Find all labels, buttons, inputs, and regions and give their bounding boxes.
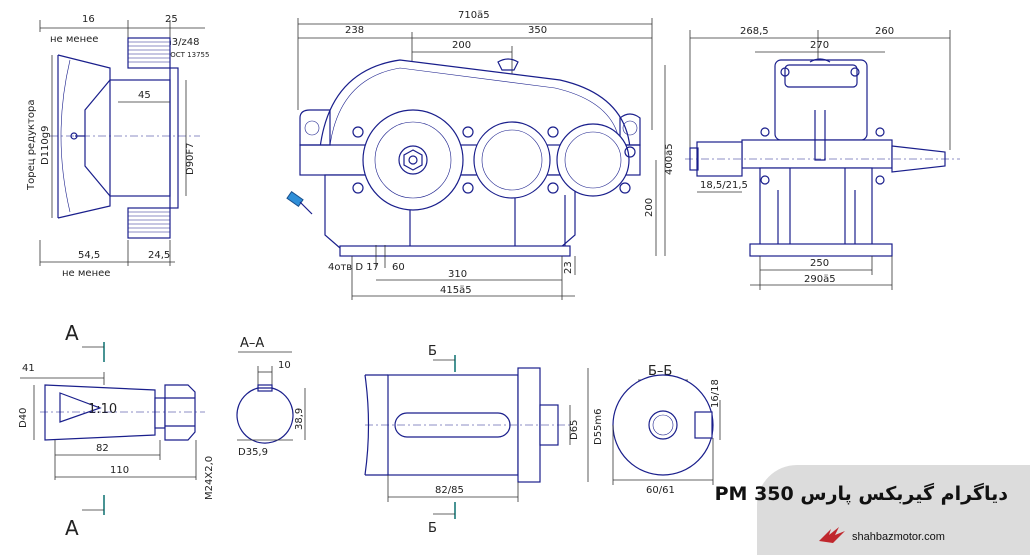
dim-200-axis: 200 [644,198,655,217]
dim-60-61: 60/61 [646,485,675,496]
dim-82-85: 82/85 [435,485,464,496]
dim-d55: D55m6 [593,408,604,445]
cut-label-b-bottom: Б [428,521,437,536]
taper-label: 1:10 [88,402,117,417]
input-shaft-view: 16 25 не менее m3/z48 ГОСТ 13755 45 D90F… [26,14,209,279]
website-label[interactable]: shahbazmotor.com [852,531,945,543]
dim-total-length: 710ä5 [458,10,490,21]
dim-24-5: 24,5 [148,250,170,261]
section-aa-view: A–A 10 38,9 D35,9 [236,336,306,458]
section-aa-title: A–A [240,336,264,351]
dim-23: 23 [563,261,574,274]
standard-label: ГОСТ 13755 [166,51,209,59]
dim-290: 290ä5 [804,274,836,285]
dim-d35-9: D35,9 [238,447,268,458]
not-less-bottom-label: не менее [62,268,110,279]
thread-label: M24X2,0 [204,456,215,500]
badge-title: دیاگرام گیربکس پارس PM 350 [714,483,1008,505]
dim-d40: D40 [18,408,29,428]
dim-25: 25 [165,14,178,25]
winged-logo-icon [819,527,845,543]
section-bb-view: Б–Б 16/18 60/61 [612,364,721,496]
dim-270: 270 [810,40,829,51]
dim-18-5: 18,5/21,5 [700,180,748,191]
face-label: Торец редуктора [26,99,37,191]
dim-10: 10 [278,360,291,371]
dim-238: 238 [345,25,364,36]
holes-label: 4отв D 17 [328,262,379,273]
dim-200-top: 200 [452,40,471,51]
module-label: m3/z48 [162,37,199,48]
cut-label-b-top: Б [428,344,437,359]
dim-415: 415ä5 [440,285,472,296]
not-less-top-label: не менее [50,34,98,45]
dim-41: 41 [22,363,35,374]
shaft-end-a-view: A A 41 D40 1:10 82 110 M24X2,0 [18,321,215,540]
dim-45: 45 [138,90,151,101]
dim-38-9: 38,9 [294,408,305,430]
bore-diameter-label: D90F7 [185,142,196,175]
dim-110: 110 [110,465,129,476]
side-view: 268,5 260 270 18,5/21,5 250 [685,26,960,290]
dim-16: 16 [82,14,95,25]
dim-350: 350 [528,25,547,36]
dim-height: 400ä5 [664,143,675,175]
dim-54-5: 54,5 [78,250,100,261]
dim-260: 260 [875,26,894,37]
dim-250: 250 [810,258,829,269]
cut-label-a-top: A [65,321,79,345]
dim-82: 82 [96,443,109,454]
cut-label-a-bottom: A [65,516,79,540]
dim-60: 60 [392,262,405,273]
dim-268-5: 268,5 [740,26,769,37]
front-view: 710ä5 238 350 200 [286,10,675,300]
dim-16-18: 16/18 [710,379,721,408]
brand-badge: دیاگرام گیربکس پارس PM 350 shahbazmotor.… [715,465,1030,555]
dim-310: 310 [448,269,467,280]
shaft-end-b-view: Б Б D65 D55m6 82/85 [364,344,604,536]
flange-diameter-label: D110g9 [40,126,51,166]
dim-d65: D65 [569,420,580,440]
